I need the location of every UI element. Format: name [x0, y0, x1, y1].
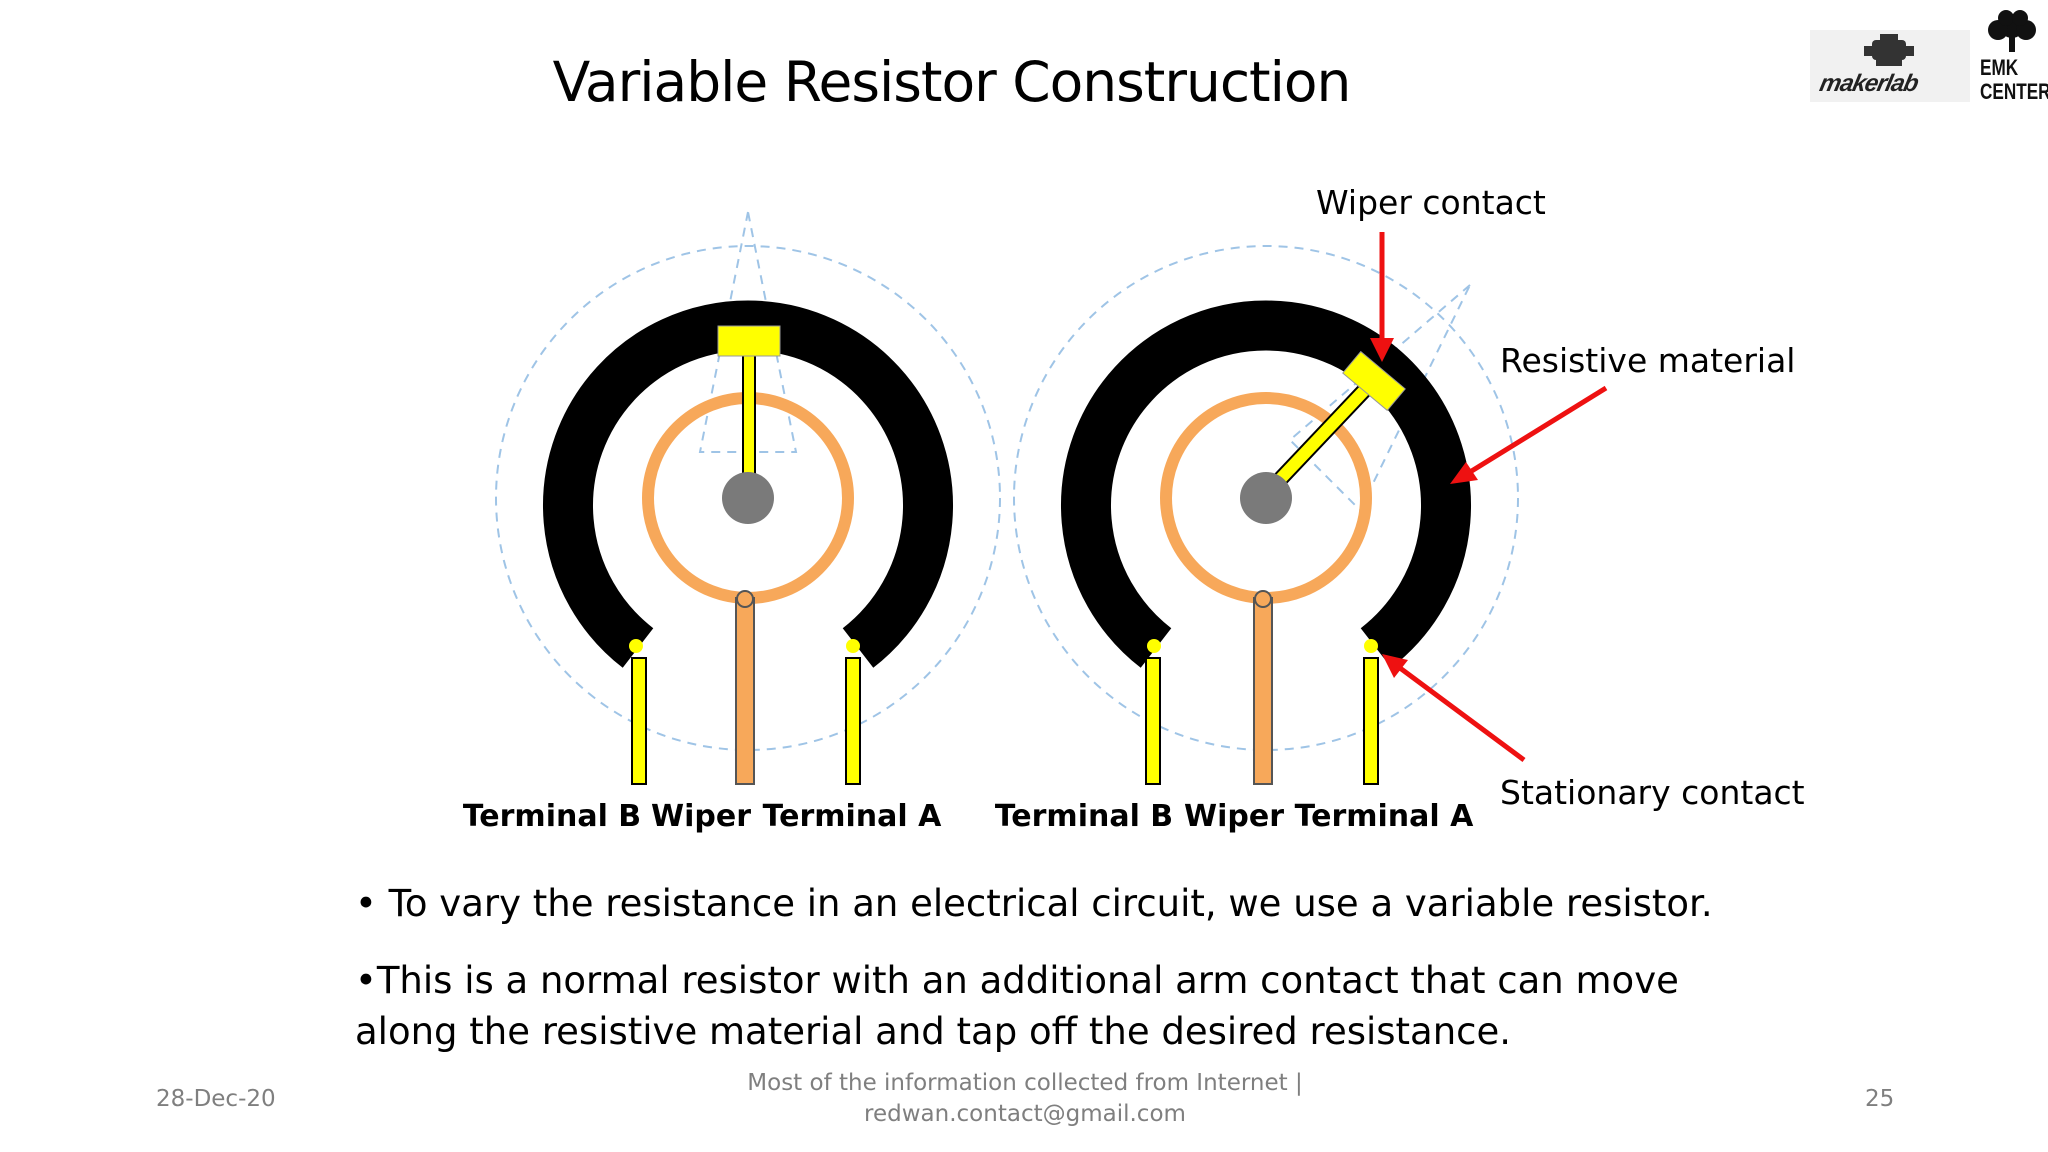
footer-source-line2: redwan.contact@gmail.com: [864, 1101, 1186, 1127]
left-wiper-joint: [736, 590, 754, 608]
footer-date: 28-Dec-20: [156, 1086, 276, 1112]
right-terminal-a-contact: [1364, 639, 1378, 653]
left-wiper-pin: [735, 597, 755, 785]
right-resistive-track: [1061, 300, 1471, 668]
bullet-list: • To vary the resistance in an electrica…: [355, 878, 1775, 1083]
stationary-contact-label: Stationary contact: [1500, 773, 1805, 812]
left-shaft: [722, 472, 774, 524]
emk-center-text: EMK CENTER: [1980, 55, 2048, 104]
left-terminal-b-pin: [631, 657, 647, 785]
right-terminal-a-label: Terminal A: [1295, 799, 1474, 834]
left-terminal-b-contact: [629, 639, 643, 653]
left-guide-circle: [495, 245, 1001, 751]
tree-icon: [1988, 10, 2036, 52]
left-terminal-b-label: Terminal B: [463, 799, 641, 834]
resistive-material-label: Resistive material: [1500, 341, 1795, 380]
right-wiper-arm: [1265, 373, 1381, 495]
right-terminal-a-pin: [1363, 657, 1379, 785]
right-wiper-contact: [1342, 350, 1406, 412]
terminal-labels: Terminal B Wiper Terminal A Terminal B W…: [463, 799, 1474, 834]
left-terminal-a-contact: [846, 639, 860, 653]
stationary-contact-arrow-shaft: [1398, 665, 1526, 763]
right-terminal-b-contact: [1147, 639, 1161, 653]
emk-center-logo: EMK CENTER: [1978, 10, 2048, 120]
right-terminal-b-label: Terminal B: [995, 799, 1173, 834]
right-guide-circle: [1013, 245, 1519, 751]
footer-source: Most of the information collected from I…: [700, 1068, 1350, 1130]
right-wiper-joint: [1254, 590, 1272, 608]
slide-title: Variable Resistor Construction: [552, 50, 1352, 114]
wiper-contact-arrow-head: [1370, 338, 1394, 362]
bullet-item: •This is a normal resistor with an addit…: [355, 959, 1679, 1053]
right-wiper-pin: [1253, 597, 1273, 785]
stationary-contact-arrow-head: [1382, 654, 1408, 678]
left-potentiometer: [495, 211, 1001, 785]
left-wiper-arm: [742, 344, 756, 488]
bullet-item: • To vary the resistance in an electrica…: [355, 882, 1713, 925]
footer-source-line1: Most of the information collected from I…: [747, 1070, 1303, 1096]
footer-page-number: 25: [1865, 1086, 1895, 1112]
left-wiper-contact: [717, 325, 781, 357]
robot-icon: [1864, 34, 1914, 66]
right-shaft: [1240, 472, 1292, 524]
logo-group: makerlab EMK CENTER: [1808, 8, 2048, 120]
right-terminal-b-pin: [1145, 657, 1161, 785]
callout-arrows: [1370, 232, 1608, 763]
left-terminal-a-label: Terminal A: [763, 799, 942, 834]
resistive-material-arrow-shaft: [1468, 385, 1608, 475]
maker-lab-logo: makerlab: [1810, 30, 1970, 102]
left-wiper-label: Wiper: [651, 799, 751, 834]
right-potentiometer: [1013, 245, 1519, 785]
right-wiper-label: Wiper: [1184, 799, 1284, 834]
wiper-contact-label: Wiper contact: [1316, 183, 1546, 222]
resistive-material-arrow-head: [1450, 462, 1478, 484]
callout-labels: Wiper contact Resistive material Station…: [1316, 183, 1805, 812]
left-terminal-a-pin: [845, 657, 861, 785]
